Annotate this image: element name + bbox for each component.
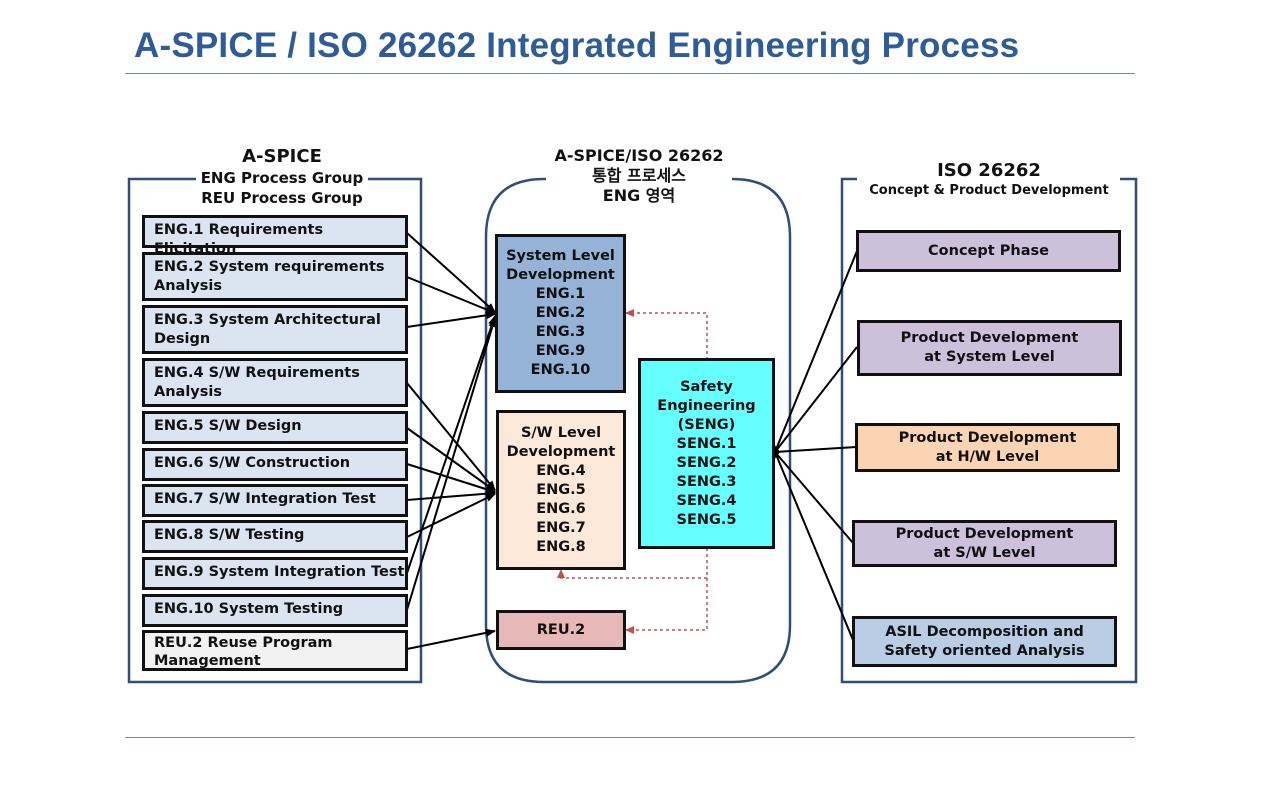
box-line: Safety oriented Analysis — [884, 642, 1085, 659]
item-line: Analysis — [154, 384, 222, 400]
safety-to-iso-lines — [774, 250, 858, 641]
safety-dotted-arrows — [557, 309, 708, 634]
safety-junction-dot — [774, 444, 780, 460]
sw-level-box: S/W Level Development ENG.4 ENG.5 ENG.6 … — [496, 410, 626, 570]
concept-phase-box: Concept Phase — [856, 230, 1121, 272]
box-line: ENG.1 — [535, 286, 586, 302]
box-line: Safety — [680, 378, 733, 395]
box-line: SENG.3 — [676, 473, 737, 490]
process-item-eng10: ENG.10 System Testing — [142, 594, 408, 627]
process-item-eng5: ENG.5 S/W Design — [142, 411, 408, 444]
integrated-heading-3: ENG 영역 — [602, 186, 676, 205]
integrated-heading-2: 통합 프로세스 — [592, 166, 686, 185]
process-item-reu2: REU.2 Reuse Program Management — [142, 630, 408, 671]
item-line: REU.2 Reuse Program — [154, 635, 333, 651]
box-line: ASIL Decomposition and — [885, 623, 1084, 640]
hw-level-product-box: Product Development at H/W Level — [855, 423, 1120, 472]
left-to-reu-arrow — [406, 628, 496, 650]
box-line: SENG.4 — [676, 492, 737, 509]
box-line: ENG.10 — [530, 362, 591, 378]
sw-level-product-box: Product Development at S/W Level — [852, 520, 1117, 567]
iso-frame — [840, 177, 1138, 684]
box-line: Product Development — [900, 330, 1079, 346]
item-line: ENG.3 System Architectural — [154, 312, 381, 328]
item-line: ENG.2 System requirements — [154, 259, 385, 275]
box-line: S/W Level — [520, 424, 602, 441]
iso-subheading: Concept & Product Development — [869, 183, 1109, 198]
item-line: ENG.5 S/W Design — [154, 418, 302, 434]
box-line: Development — [506, 267, 615, 283]
box-line: Concept Phase — [928, 242, 1049, 259]
aspice-frame-label: A-SPICE ENG Process Group REU Process Gr… — [196, 146, 368, 208]
process-item-eng3: ENG.3 System Architectural Design — [142, 305, 408, 354]
box-line: System Level — [506, 248, 615, 264]
box-line: ENG.5 — [536, 481, 586, 498]
asil-decomposition-box: ASIL Decomposition and Safety oriented A… — [852, 616, 1117, 667]
system-level-box: System Level Development ENG.1 ENG.2 ENG… — [495, 234, 626, 393]
box-line: SENG.5 — [676, 511, 737, 528]
box-line: ENG.3 — [535, 324, 586, 340]
eng-process-group-label: ENG Process Group — [200, 169, 364, 187]
process-item-eng2: ENG.2 System requirements Analysis — [142, 252, 408, 301]
box-line: SENG.2 — [676, 454, 737, 471]
box-line: Engineering — [657, 397, 756, 414]
page-title: A-SPICE / ISO 26262 Integrated Engineeri… — [134, 26, 1020, 65]
item-line: Analysis — [154, 278, 222, 294]
process-item-eng6: ENG.6 S/W Construction — [142, 448, 408, 481]
box-line: ENG.7 — [536, 519, 586, 536]
item-line: ENG.10 System Testing — [154, 601, 344, 617]
aspice-frame — [127, 177, 423, 684]
box-line: (SENG) — [677, 416, 736, 433]
iso-heading: ISO 26262 — [937, 160, 1041, 181]
process-item-eng1: ENG.1 Requirements Elicitation — [142, 215, 408, 257]
iso-frame-label: ISO 26262 Concept & Product Development — [858, 160, 1120, 200]
box-line: at H/W Level — [935, 448, 1040, 465]
box-line: ENG.4 — [536, 462, 586, 479]
item-line: ENG.8 S/W Testing — [154, 527, 305, 543]
box-line: ENG.9 — [535, 343, 586, 359]
process-item-eng9: ENG.9 System Integration Test — [142, 557, 408, 590]
box-line: Product Development — [895, 525, 1074, 542]
process-item-eng7: ENG.7 S/W Integration Test — [142, 484, 408, 517]
safety-engineering-box: Safety Engineering (SENG) SENG.1 SENG.2 … — [638, 358, 775, 549]
item-line: Design — [154, 331, 211, 347]
process-item-eng4: ENG.4 S/W Requirements Analysis — [142, 358, 408, 407]
integrated-frame-label: A-SPICE/ISO 26262 통합 프로세스 ENG 영역 — [546, 146, 732, 206]
left-to-sw-arrows — [406, 382, 496, 538]
box-line: ENG.6 — [536, 500, 586, 517]
box-line: at System Level — [924, 349, 1055, 365]
title-underline — [125, 73, 1135, 74]
box-line: Product Development — [898, 429, 1077, 446]
box-line: ENG.2 — [535, 305, 586, 321]
reu-process-group-label: REU Process Group — [201, 189, 363, 207]
item-line: Management — [154, 653, 261, 669]
integrated-heading-1: A-SPICE/ISO 26262 — [554, 146, 724, 165]
system-level-product-box: Product Development at System Level — [857, 320, 1122, 376]
box-line: SENG.1 — [676, 435, 737, 452]
box-line: ENG.8 — [536, 538, 586, 555]
item-line: ENG.4 S/W Requirements — [154, 365, 360, 381]
item-line: ENG.6 S/W Construction — [154, 455, 351, 471]
box-line: Development — [506, 443, 616, 460]
aspice-heading: A-SPICE — [242, 146, 322, 167]
process-item-eng8: ENG.8 S/W Testing — [142, 520, 408, 553]
integrated-frame — [484, 177, 792, 684]
footer-rule — [125, 737, 1135, 738]
item-line: ENG.7 S/W Integration Test — [154, 491, 376, 507]
item-line: ENG.9 System Integration Test — [154, 564, 405, 580]
box-line: REU.2 — [536, 621, 586, 638]
box-line: at S/W Level — [933, 544, 1036, 561]
reu2-box: REU.2 — [496, 610, 626, 650]
